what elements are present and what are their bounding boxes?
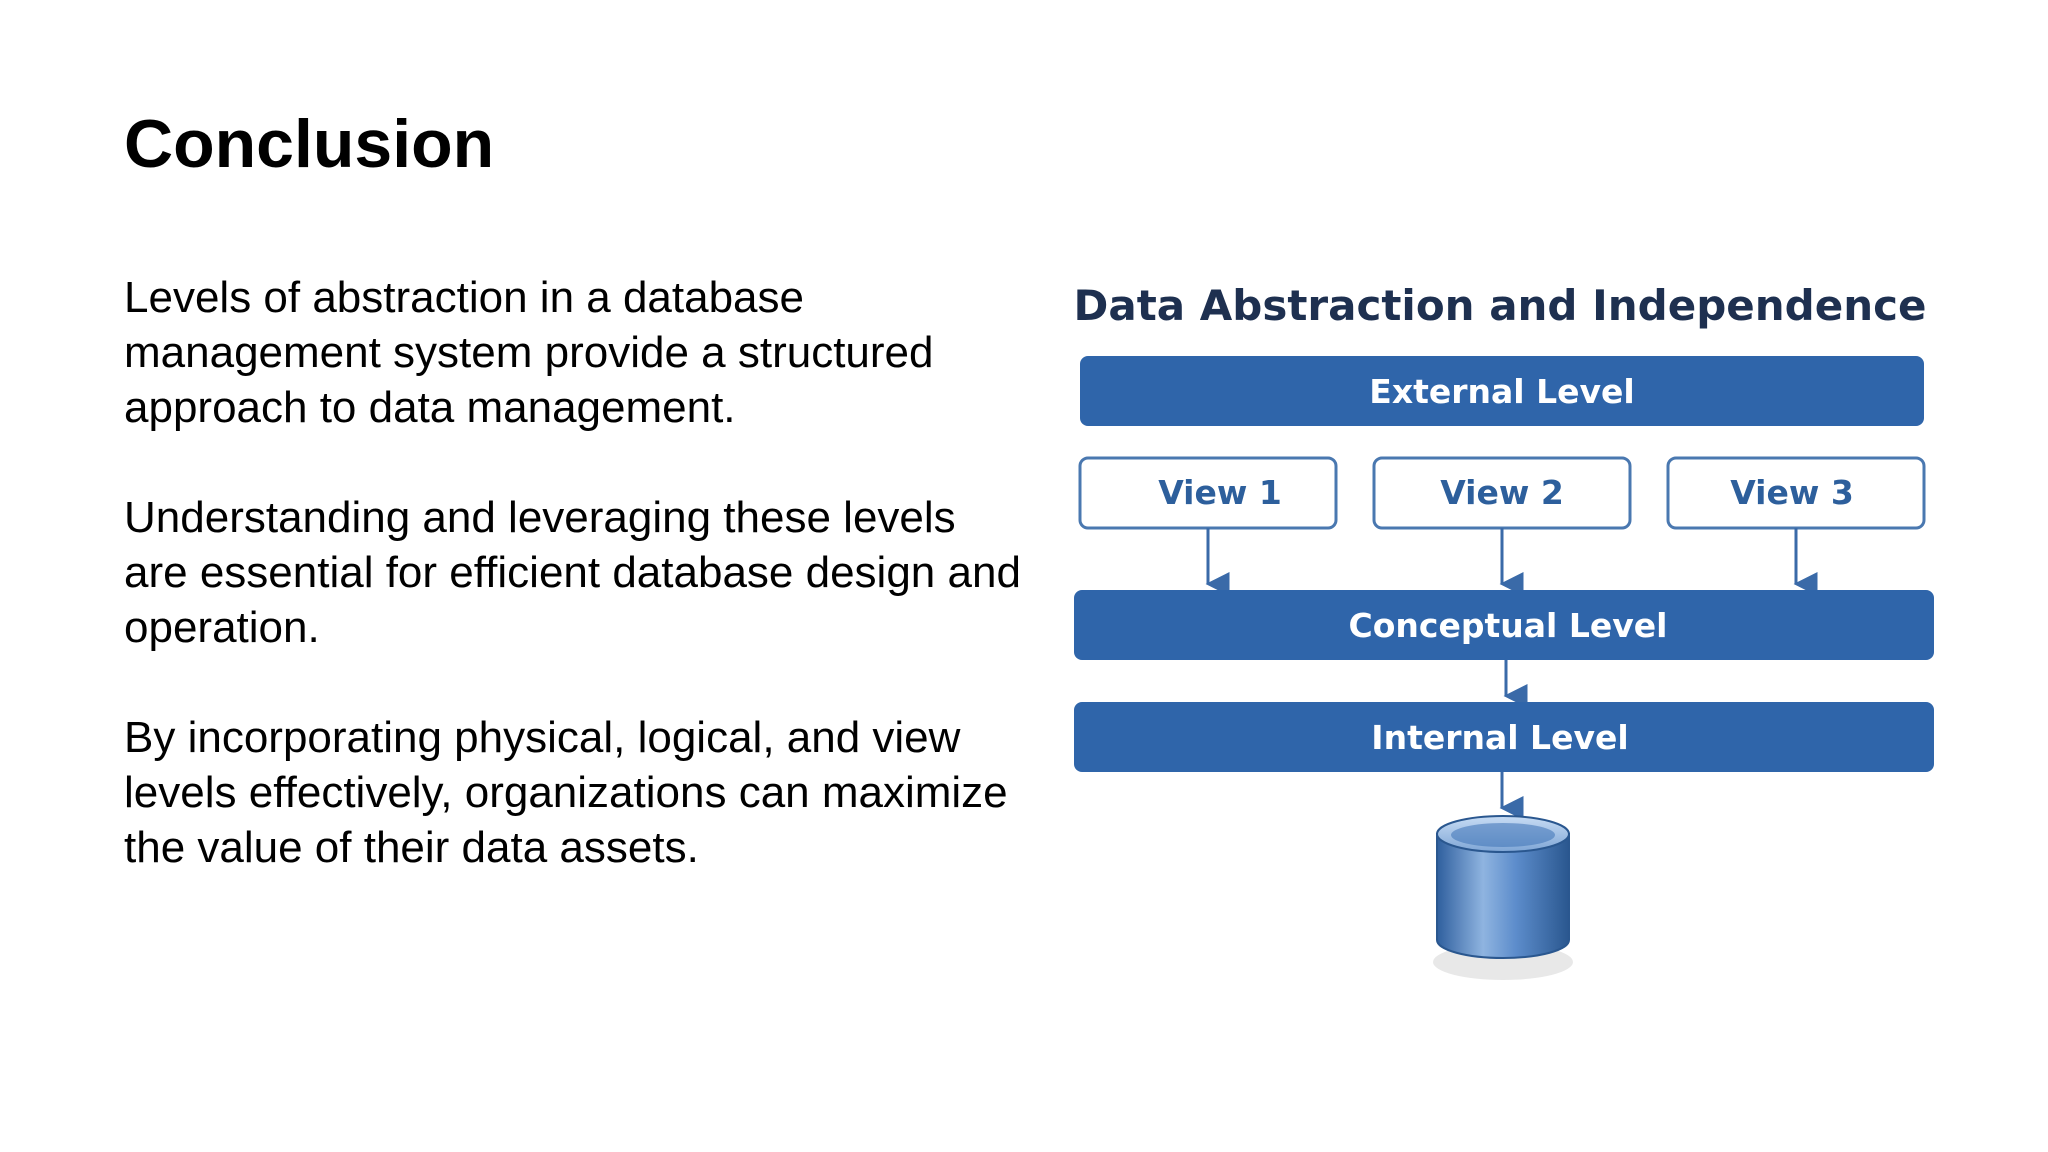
slide-title: Conclusion (124, 106, 495, 182)
view-2-label: View 2 (1440, 473, 1564, 512)
diagram-canvas: Data Abstraction and Independence Extern… (1074, 281, 1934, 980)
paragraph-2: Understanding and leveraging these level… (124, 493, 1021, 652)
conceptual-level-label: Conceptual Level (1349, 606, 1668, 645)
external-level-label: External Level (1369, 372, 1634, 411)
conceptual-level-bar: Conceptual Level (1074, 590, 1934, 660)
body-text: Levels of abstraction in a database mana… (124, 270, 1024, 930)
database-cylinder-icon (1433, 815, 1573, 980)
view-3-label: View 3 (1730, 473, 1854, 512)
internal-level-bar: Internal Level (1074, 702, 1934, 772)
paragraph-3: By incorporating physical, logical, and … (124, 713, 1008, 872)
data-abstraction-diagram: Data Abstraction and Independence Extern… (1060, 272, 1940, 992)
paragraph-1: Levels of abstraction in a database mana… (124, 273, 934, 432)
view-box-2: View 2 (1372, 456, 1632, 530)
internal-level-label: Internal Level (1371, 718, 1628, 757)
view-box-1: View 1 (1078, 456, 1338, 530)
diagram-title: Data Abstraction and Independence (1074, 281, 1927, 330)
view-box-3: View 3 (1666, 456, 1926, 530)
external-level-bar: External Level (1080, 356, 1924, 426)
view-1-label: View 1 (1158, 473, 1282, 512)
